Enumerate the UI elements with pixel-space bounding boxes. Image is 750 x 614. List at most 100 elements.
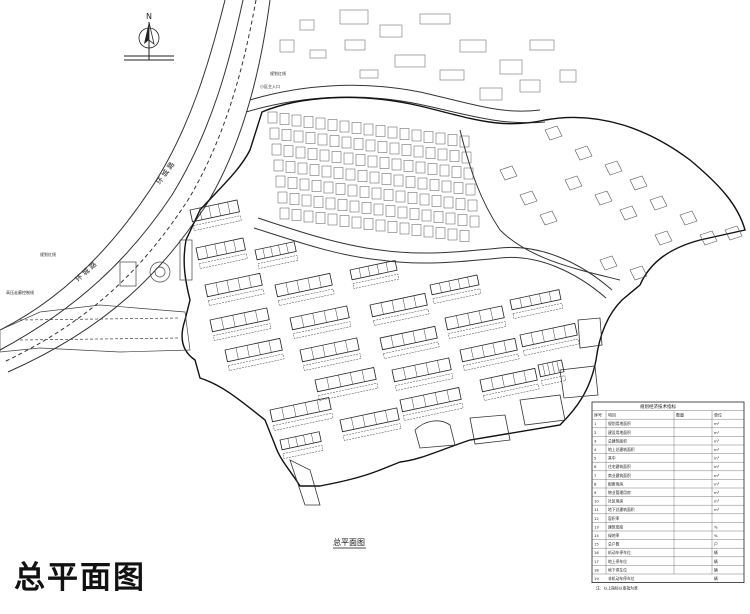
house-outline [629,175,648,191]
parking-strip [483,383,540,401]
villa-lot [399,222,410,235]
residential-building [209,307,270,333]
table-cell: 辆 [714,567,718,572]
villa-lot [389,142,400,155]
residential-building [339,407,400,433]
house-outline [599,255,618,271]
villa-lot [417,177,428,190]
villa-lot [433,211,444,223]
house-outline [699,230,718,246]
building-outline [379,24,403,38]
table-cell: m² [714,421,720,426]
table-cell: 机动车停车位 [608,550,631,555]
villa-lot [435,132,446,145]
table-cell: % [714,533,718,538]
table-cell: 9 [594,490,597,495]
villa-lot [459,230,470,242]
villa-lot [349,200,360,213]
table-cell: 地上总建筑面积 [608,447,635,452]
table-header-cell: 单位 [714,412,722,418]
villa-lot [421,209,432,222]
villa-lot [451,166,462,178]
villa-lot [373,203,384,216]
table-cell: 3 [594,438,597,443]
residential-building [224,337,283,363]
table-cell: 12 [594,516,599,521]
villa-lot [423,131,434,143]
table-cell: m² [714,456,720,461]
residential-building [204,272,263,298]
villa-lot [413,145,424,158]
villa-lot [377,141,388,153]
villa-lot [437,148,448,161]
table-cell: m² [714,507,720,512]
villa-lot [447,134,458,146]
villa-lot [351,122,362,134]
villa-lot [315,212,326,224]
villa-lot [365,139,376,152]
residential-building [369,292,428,318]
parking-strip [395,373,454,391]
villa-lot [275,175,286,188]
house-outline [629,265,648,281]
house-outline [539,210,558,226]
building-outline [519,79,541,93]
north-road [245,84,546,124]
house-outline [594,190,613,206]
table-cell: 8 [594,481,597,486]
villa-lot [297,162,308,175]
table-cell: 15 [594,542,599,547]
parking-strip [293,321,352,339]
house-outline [499,165,518,181]
villa-lot [305,132,316,144]
residential-building [189,199,240,223]
table-cell: m² [714,473,720,478]
residential-building [274,272,333,298]
residential-building [279,431,322,451]
residential-building [509,289,562,311]
villa-lot [381,173,392,185]
villa-lot [337,199,348,211]
table-cell: 14 [594,533,599,538]
residential-building [254,241,297,261]
villa-lot [287,177,298,189]
villa-lot [375,125,386,137]
house-outline [654,230,673,246]
table-cell: % [714,524,718,529]
villa-lot [375,219,386,232]
table-cell: 规划用地面积 [608,421,631,426]
villa-lot [341,136,352,149]
east-neighborhood [499,125,743,281]
villa-lot [379,157,390,169]
site-boundary [181,96,746,487]
annotation-label: 小区主入口 [260,83,280,89]
parking-strip [213,323,272,341]
villa-lot [295,146,306,159]
building-outline [559,69,577,83]
parking-strip [352,273,400,289]
villa-lot [351,216,362,229]
villa-lot [279,207,290,220]
villa-lot [291,114,302,127]
south-buildings [289,317,603,506]
villa-lot [357,170,368,182]
villa-lot [313,196,324,208]
table-cell: 商业建筑面积 [608,473,631,478]
villa-lot [423,225,434,238]
residential-building [314,367,377,393]
table-cell: 18 [594,567,599,572]
residential-building [391,357,452,383]
building-outline [499,59,523,75]
house-outline [519,190,538,206]
villa-lot [371,187,382,200]
villa-lot [285,161,296,173]
villa-lot [293,130,304,143]
residential-building [537,359,565,378]
table-cell: 1 [594,421,597,426]
villa-lot [319,149,330,162]
parking-strip [432,288,482,304]
house-outline [574,145,593,161]
villa-lot [387,126,398,139]
parking-strip [463,353,520,371]
